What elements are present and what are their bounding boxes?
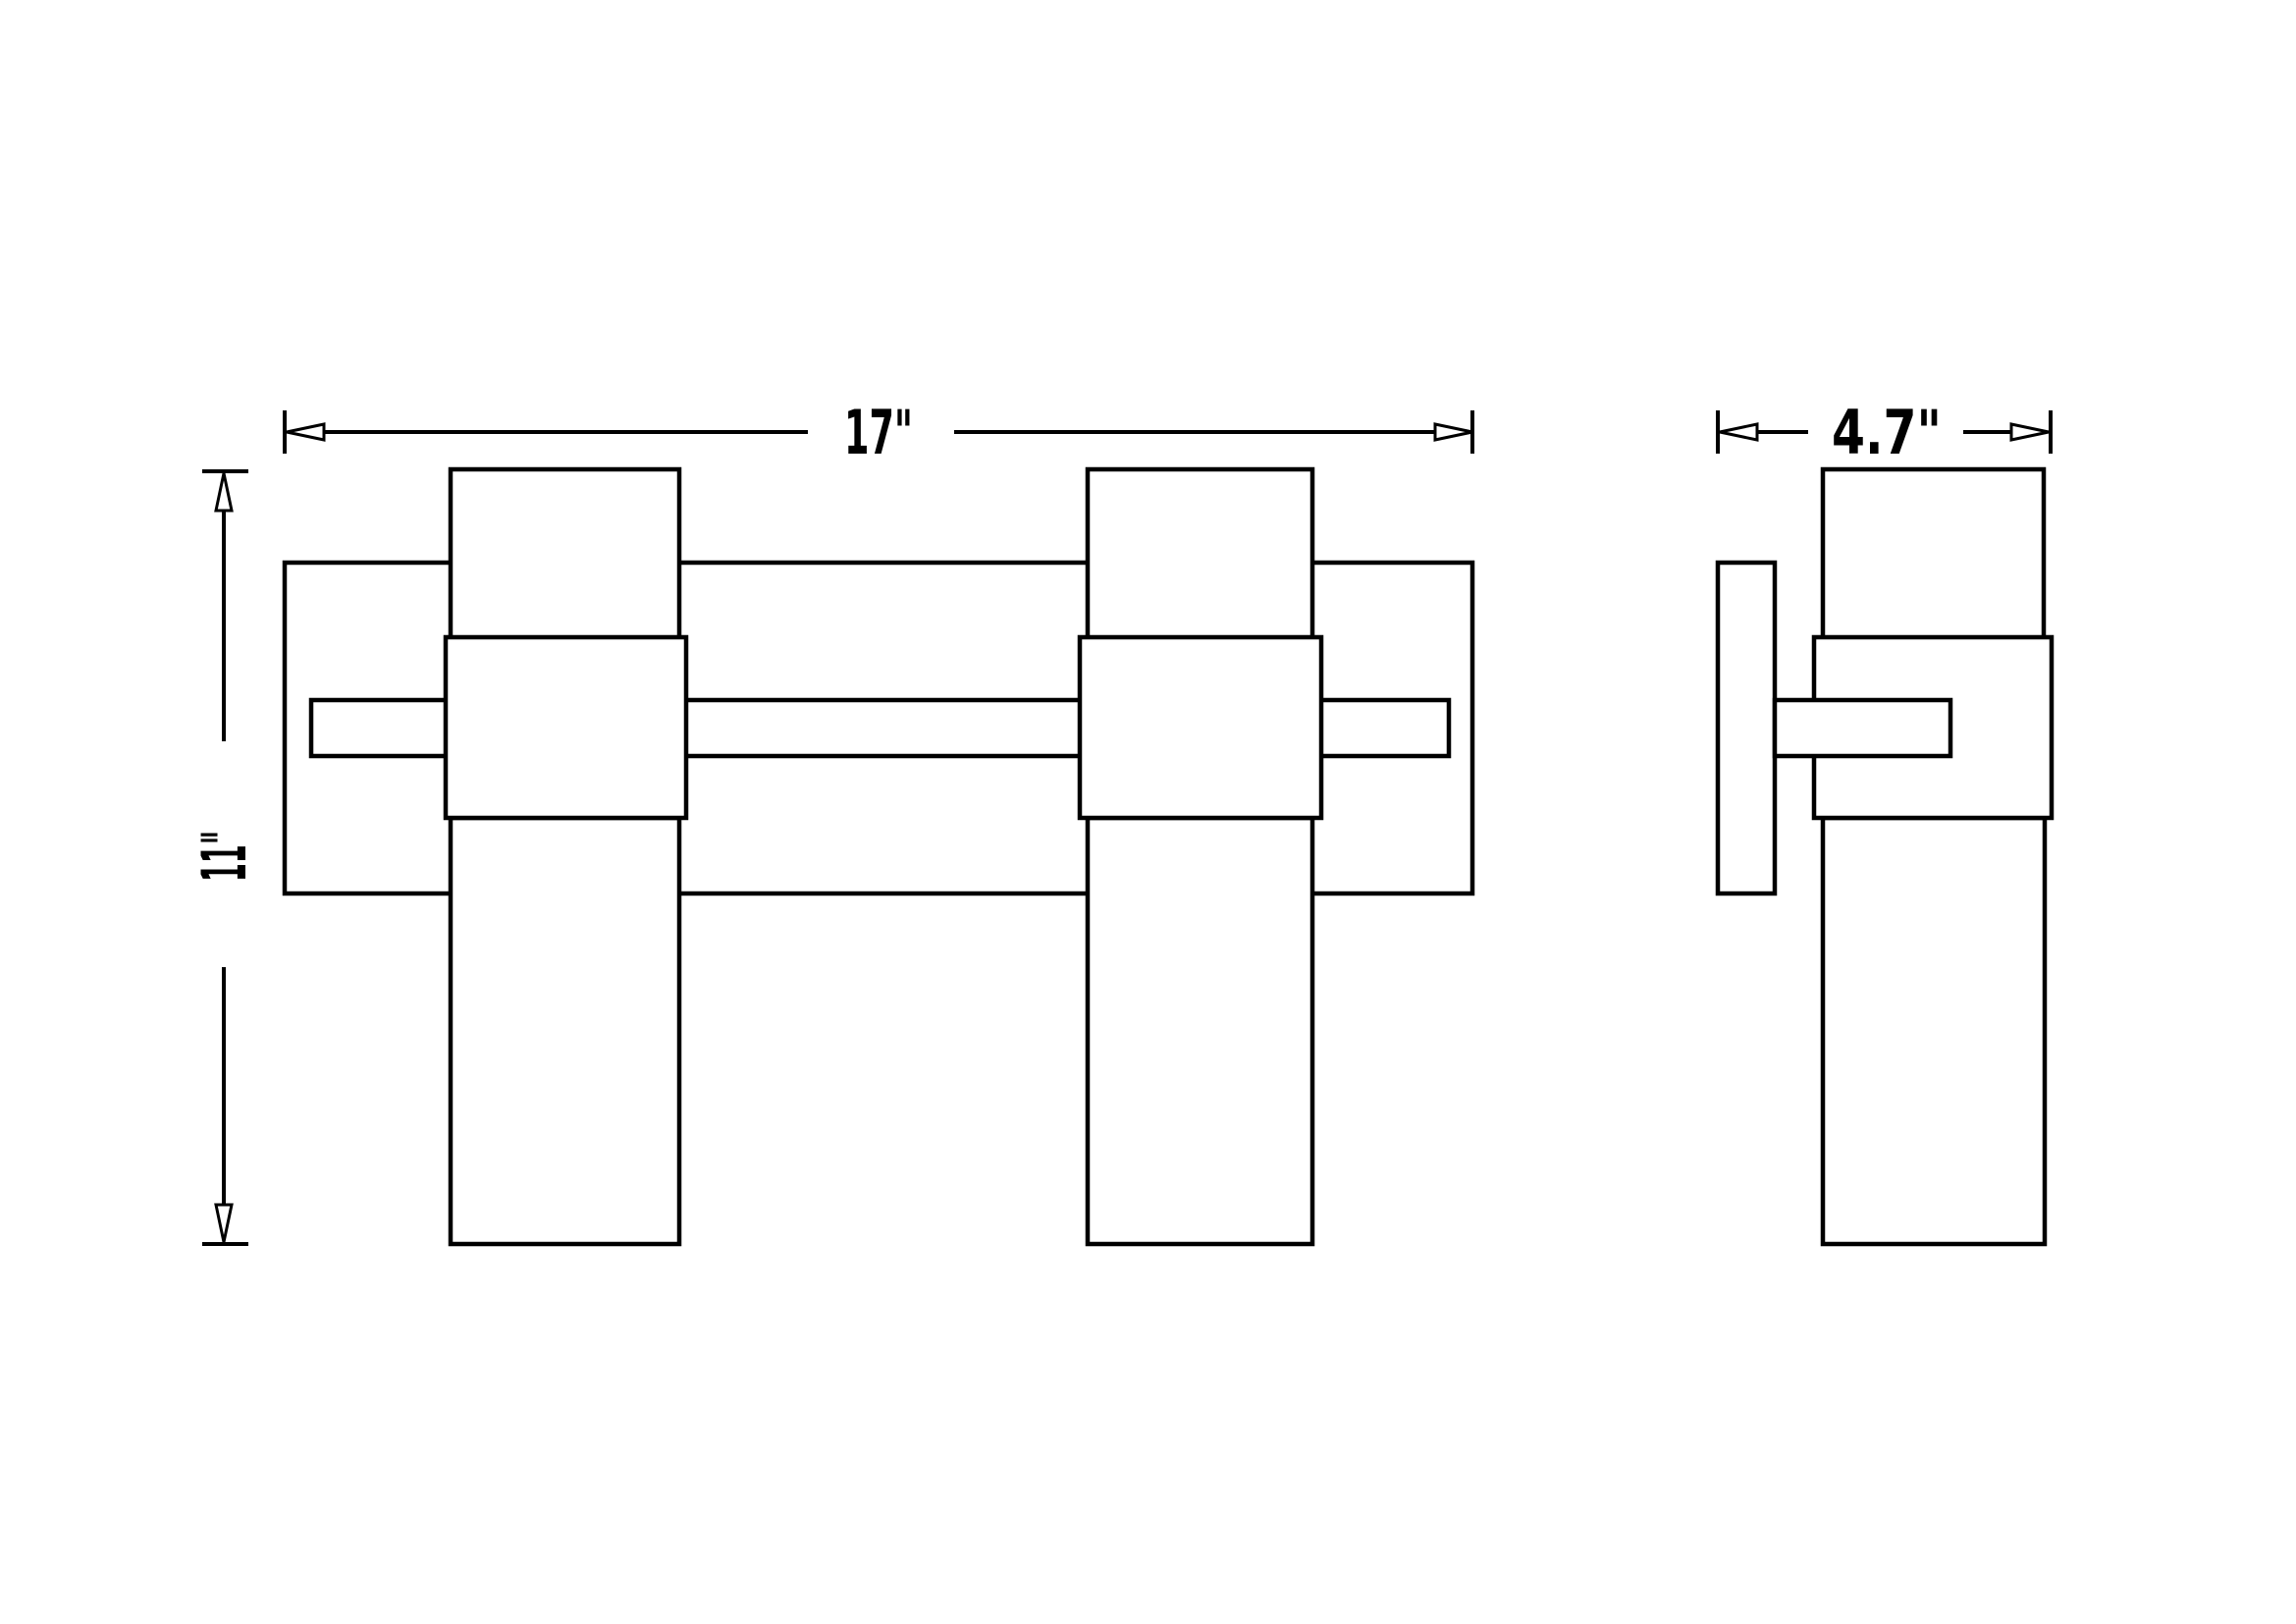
- side-top-glass: [1820, 466, 2047, 641]
- height-dim-top-arrow-icon: [214, 471, 234, 513]
- front-right-socket-cube: [1077, 634, 1324, 821]
- depth-dim-right-arrow-icon: [2009, 422, 2051, 442]
- side-elevation-view: [1715, 466, 2055, 1247]
- side-shade: [1820, 815, 2048, 1247]
- front-elevation-view: [282, 466, 1475, 1247]
- width-dim-left-arrow-icon: [285, 422, 326, 442]
- front-left-shade: [448, 815, 682, 1247]
- front-left-socket-cube: [443, 634, 689, 821]
- side-arm: [1772, 697, 1953, 759]
- height-dimension-label: 11": [188, 831, 260, 882]
- height-dim-bottom-arrow-icon: [214, 1203, 234, 1244]
- depth-dimension: 4.7": [1716, 397, 2053, 468]
- width-dimension: 17": [283, 397, 1474, 468]
- depth-dim-left-arrow-icon: [1718, 422, 1759, 442]
- front-right-shade: [1085, 815, 1315, 1247]
- front-right-top-glass: [1085, 466, 1315, 641]
- width-dimension-label: 17": [844, 397, 913, 468]
- height-dimension: 11": [188, 469, 260, 1246]
- depth-dimension-label: 4.7": [1832, 397, 1942, 468]
- side-wall-plate: [1715, 560, 1778, 896]
- width-dim-right-arrow-icon: [1433, 422, 1474, 442]
- front-left-top-glass: [448, 466, 682, 641]
